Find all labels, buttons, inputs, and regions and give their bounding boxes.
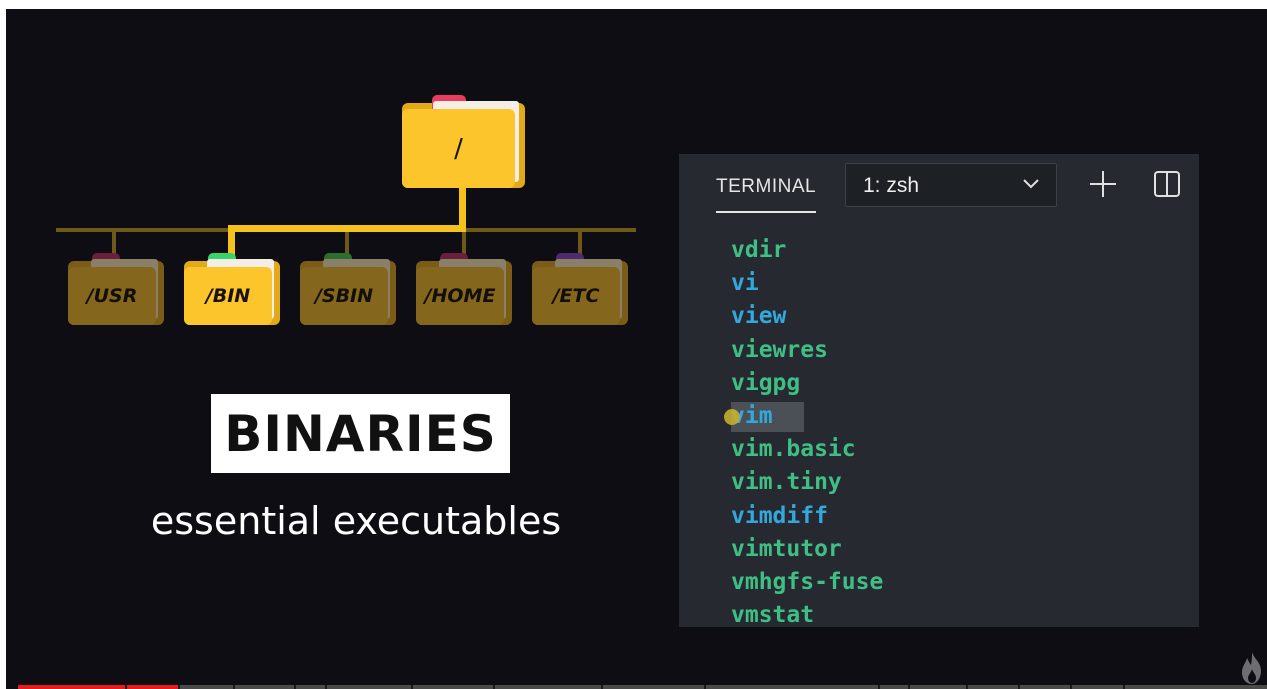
terminal-tab-underline [716, 211, 816, 213]
folder-label: /SBIN [300, 267, 388, 325]
terminal-line[interactable]: vmhgfs-fuse [731, 566, 883, 599]
folder-usr: /USR [68, 253, 164, 325]
chapter-marker [178, 685, 180, 689]
terminal-line[interactable]: view [731, 300, 883, 333]
chevron-down-icon [1023, 179, 1039, 189]
terminal-line[interactable]: viewres [731, 334, 883, 367]
selection-highlight [731, 401, 804, 432]
terminal-line[interactable]: vi [731, 267, 883, 300]
terminal-line-text: vmhgfs-fuse [731, 568, 884, 595]
terminal-line[interactable]: vimtutor [731, 533, 883, 566]
terminal-line[interactable]: vdir [731, 234, 883, 267]
flame-icon [1242, 652, 1261, 684]
chapter-marker [1123, 685, 1125, 689]
folder-label: /BIN [184, 267, 272, 325]
terminal-line[interactable]: vim.basic [731, 433, 883, 466]
terminal-line-text: vdir [731, 237, 787, 263]
video-progress-bar[interactable] [18, 685, 1267, 689]
folder-label: /USR [68, 267, 156, 325]
active-path-vertical [228, 225, 235, 255]
chapter-marker [601, 685, 603, 689]
mouse-cursor-indicator [724, 408, 740, 425]
chapter-marker [125, 685, 127, 689]
terminal-line[interactable]: vim.tiny [731, 466, 883, 499]
folder-bin: /BIN [184, 253, 280, 325]
folder-sbin: /SBIN [300, 253, 396, 325]
chapter-marker [966, 685, 968, 689]
terminal-line-text: vigpg [731, 369, 801, 396]
section-subtitle: essential executables [150, 499, 562, 543]
terminal-line-text: vimtutor [731, 535, 842, 562]
chapter-marker [908, 685, 910, 689]
terminal-line-text: vim.basic [731, 436, 856, 463]
chapter-marker [233, 685, 235, 689]
chapter-marker [294, 685, 296, 689]
shell-select[interactable]: 1: zsh [845, 163, 1057, 207]
chapter-marker [325, 685, 327, 689]
split-editor-icon[interactable] [1153, 170, 1181, 198]
terminal-line-text: view [731, 303, 787, 330]
terminal-panel[interactable]: TERMINAL 1: zsh vdir vi view viewres vigpg vi… [679, 154, 1199, 627]
terminal-line[interactable]: vim [724, 400, 883, 433]
terminal-line[interactable]: vigpg [731, 367, 883, 400]
chapter-marker [878, 685, 880, 689]
shell-select-value: 1: zsh [863, 174, 920, 197]
chapter-marker [1018, 685, 1020, 689]
active-path-horizontal [228, 225, 466, 232]
folder-etc: /ETC [532, 253, 628, 325]
terminal-line-text: vmstat [731, 602, 815, 627]
tree-connector-home [462, 230, 466, 256]
terminal-tab[interactable]: TERMINAL [716, 176, 817, 197]
terminal-line-text: vim.tiny [731, 469, 842, 496]
plus-icon[interactable] [1089, 170, 1117, 198]
folder-home: /HOME [416, 253, 512, 325]
root-connector [459, 187, 466, 229]
chapter-marker [1070, 685, 1072, 689]
tree-connector-sbin [345, 230, 349, 256]
terminal-line-text: viewres [731, 336, 828, 363]
terminal-output[interactable]: vdir vi view viewres vigpg vim vim.basic vim.ti… [724, 234, 883, 627]
terminal-line-text: vimdiff [731, 502, 828, 529]
folder-label: /HOME [416, 267, 504, 325]
terminal-line-text: vi [731, 270, 759, 297]
root-folder-label: / [402, 109, 515, 188]
section-title: BINARIES [211, 394, 510, 473]
chapter-marker [493, 685, 495, 689]
tree-connector-etc [578, 230, 582, 256]
video-progress-fill [18, 685, 181, 689]
video-frame[interactable]: / /USR/BIN/SBIN/HOME/ETC BINARIES essent… [6, 9, 1267, 689]
terminal-line[interactable]: vmstat [731, 599, 883, 627]
terminal-line[interactable]: vimdiff [731, 500, 883, 533]
tree-connector-usr [112, 230, 116, 256]
root-folder: / [402, 95, 525, 188]
folder-label: /ETC [532, 267, 620, 325]
chapter-marker [411, 685, 413, 689]
chapter-marker [704, 685, 706, 689]
